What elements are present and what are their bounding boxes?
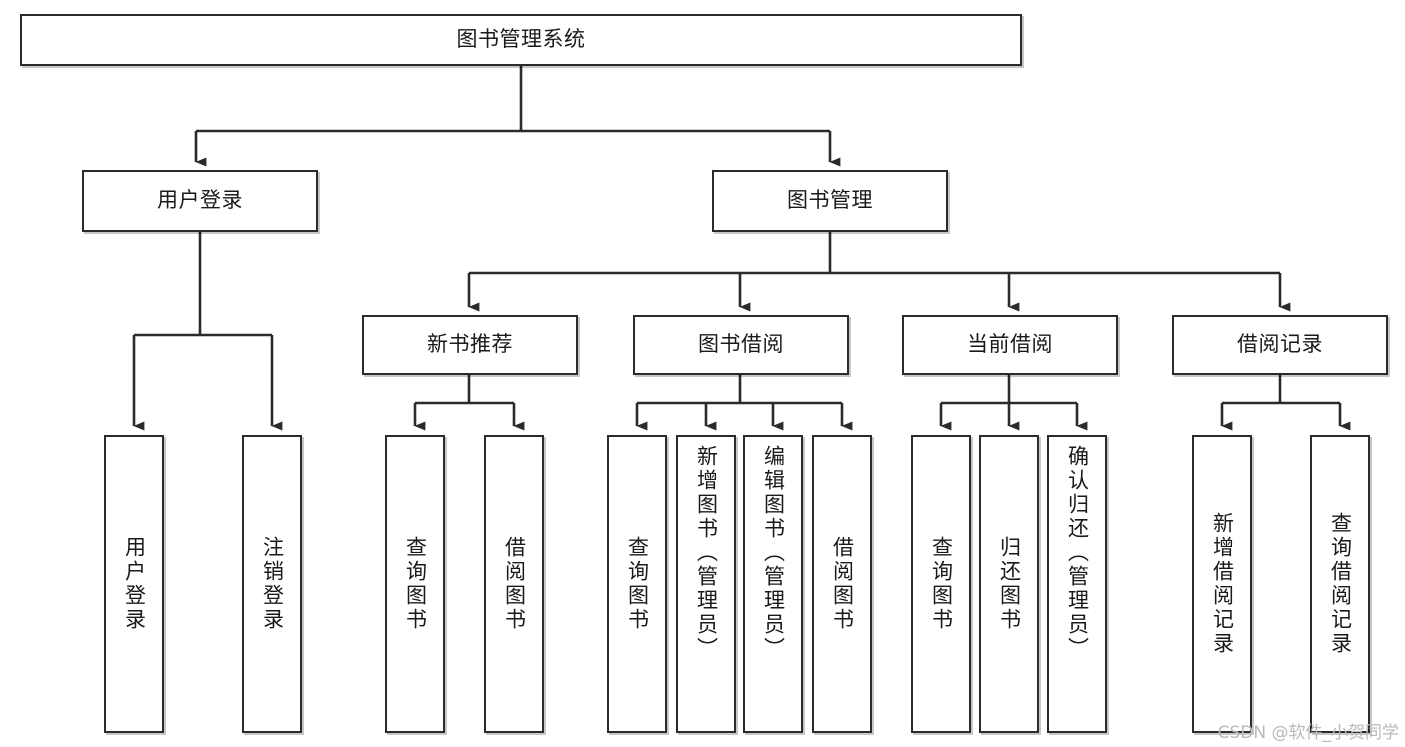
node-label: 用户登录 <box>157 188 243 213</box>
node-book-borrow[interactable]: 图书借阅 <box>633 315 849 375</box>
node-current-borrow[interactable]: 当前借阅 <box>902 315 1118 375</box>
node-leaf-borrow-book-recommend[interactable]: 借阅图书 <box>484 435 544 733</box>
node-label: 归还图书 <box>997 536 1022 632</box>
node-leaf-add-borrow-record[interactable]: 新增借阅记录 <box>1192 435 1252 733</box>
node-label: 借阅图书 <box>830 536 855 632</box>
node-leaf-confirm-return-admin[interactable]: 确认归还（管理员） <box>1047 435 1107 733</box>
node-leaf-logout[interactable]: 注销登录 <box>242 435 302 733</box>
node-user-login[interactable]: 用户登录 <box>82 170 318 232</box>
node-leaf-edit-book-admin[interactable]: 编辑图书（管理员） <box>743 435 803 733</box>
node-label: 确认归还（管理员） <box>1065 445 1090 661</box>
node-label: 图书借阅 <box>698 332 784 357</box>
node-label: 借阅图书 <box>502 536 527 632</box>
node-label: 注销登录 <box>260 536 285 632</box>
node-label: 查询图书 <box>625 536 650 632</box>
node-book-management[interactable]: 图书管理 <box>712 170 948 232</box>
node-leaf-query-book-borrow[interactable]: 查询图书 <box>607 435 667 733</box>
node-root-book-management-system[interactable]: 图书管理系统 <box>20 14 1022 66</box>
node-label: 新增借阅记录 <box>1210 512 1235 656</box>
node-label: 编辑图书（管理员） <box>761 445 786 661</box>
node-new-book-recommend[interactable]: 新书推荐 <box>362 315 578 375</box>
node-label: 当前借阅 <box>967 332 1053 357</box>
node-label: 查询图书 <box>929 536 954 632</box>
node-label: 新增图书（管理员） <box>694 445 719 661</box>
node-leaf-query-borrow-record[interactable]: 查询借阅记录 <box>1310 435 1370 733</box>
node-leaf-user-login[interactable]: 用户登录 <box>104 435 164 733</box>
node-borrow-record[interactable]: 借阅记录 <box>1172 315 1388 375</box>
node-leaf-query-book-current[interactable]: 查询图书 <box>911 435 971 733</box>
node-label: 查询借阅记录 <box>1328 512 1353 656</box>
node-label: 图书管理 <box>787 188 873 213</box>
node-label: 新书推荐 <box>427 332 513 357</box>
node-label: 用户登录 <box>122 536 147 632</box>
node-leaf-add-book-admin[interactable]: 新增图书（管理员） <box>676 435 736 733</box>
node-leaf-query-book-recommend[interactable]: 查询图书 <box>385 435 445 733</box>
node-leaf-return-book[interactable]: 归还图书 <box>979 435 1039 733</box>
node-label: 图书管理系统 <box>456 27 586 52</box>
node-label: 借阅记录 <box>1237 332 1323 357</box>
node-leaf-borrow-book[interactable]: 借阅图书 <box>812 435 872 733</box>
node-label: 查询图书 <box>403 536 428 632</box>
